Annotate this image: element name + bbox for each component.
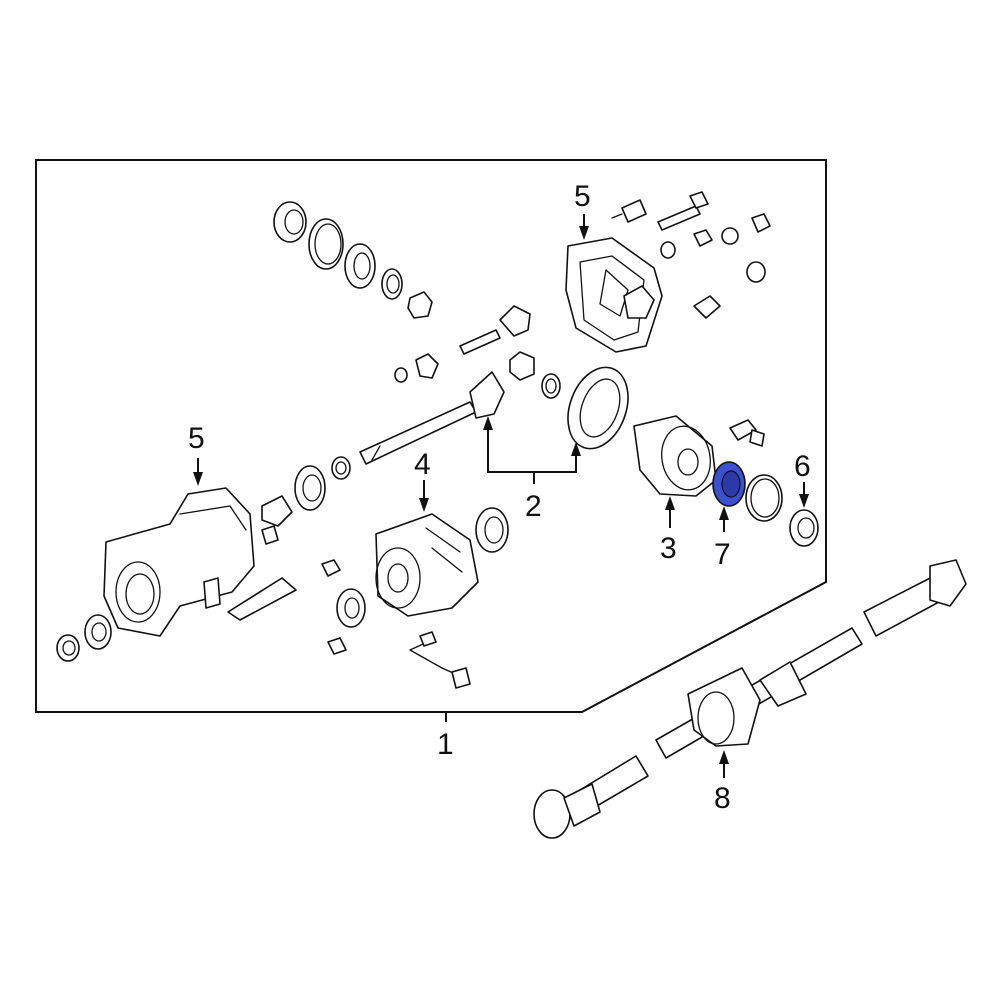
arrowhead-8 (719, 750, 729, 764)
shaft-bearings (261, 456, 509, 553)
housing-seals (56, 614, 112, 662)
axle-housing (103, 487, 297, 637)
side-seal (745, 474, 819, 547)
arrowhead-7 (719, 506, 729, 520)
rear-cover (565, 237, 663, 353)
leader-2 (487, 428, 577, 484)
differential-carrier (321, 513, 479, 655)
arrowhead-4 (419, 498, 429, 512)
arrowhead-5b (579, 226, 589, 240)
ring-gear (567, 366, 629, 450)
callout-5-top: 5 (574, 180, 591, 213)
arrowhead-6 (799, 494, 809, 508)
assembly-frame (35, 159, 827, 713)
arrowhead-2a (483, 416, 493, 430)
differential-case (633, 415, 765, 497)
drive-shaft (533, 559, 967, 839)
callout-3: 3 (660, 532, 677, 565)
cover-bolts (611, 191, 771, 319)
callout-8: 8 (714, 782, 731, 815)
pinion-shaft-parts (394, 305, 561, 399)
arrowhead-3 (665, 496, 675, 510)
callout-7: 7 (714, 538, 731, 571)
arrowhead-2b (571, 442, 581, 456)
highlighted-seal (712, 461, 746, 507)
callout-1: 1 (437, 728, 454, 761)
callout-6: 6 (794, 450, 811, 483)
callout-5-left: 5 (188, 422, 205, 455)
callout-4: 4 (414, 448, 431, 481)
drive-pinion (359, 371, 505, 465)
seal-group-top (273, 201, 433, 319)
sensor (409, 631, 471, 689)
arrowhead-5a (193, 472, 203, 486)
callout-2: 2 (525, 490, 542, 523)
